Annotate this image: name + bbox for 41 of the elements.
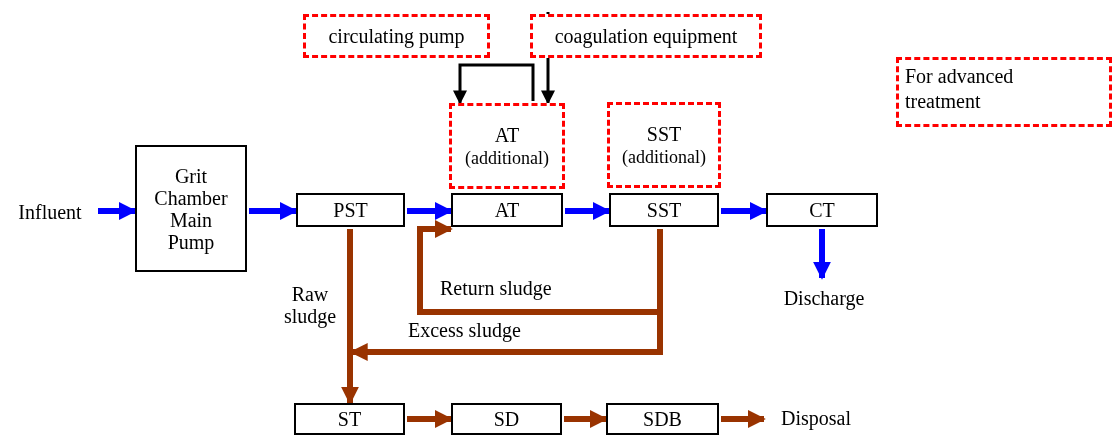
unit-name: circulating pump xyxy=(328,25,465,47)
arrow xyxy=(341,229,359,405)
arrow xyxy=(98,202,137,220)
arrow xyxy=(407,202,453,220)
unit-name: SST xyxy=(646,122,682,145)
arrow xyxy=(453,63,535,105)
unit-note: (additional) xyxy=(622,147,706,168)
unit-name: AT xyxy=(494,199,520,221)
process-box xyxy=(766,193,878,227)
flow-label: Influent xyxy=(4,198,96,226)
arrow xyxy=(721,410,766,428)
unit-name: SDB xyxy=(643,408,682,430)
optional-unit-box xyxy=(303,14,490,58)
unit-name: coagulation equipment xyxy=(554,25,738,47)
process-box xyxy=(451,403,562,435)
process-box xyxy=(135,145,247,272)
unit-name: ST xyxy=(337,408,362,430)
unit-name: AT xyxy=(494,123,520,146)
arrow xyxy=(813,229,831,280)
optional-unit-box xyxy=(449,103,565,189)
unit-name: CT xyxy=(809,199,835,221)
flow-label: Disposal xyxy=(770,404,862,432)
process-box xyxy=(609,193,719,227)
unit-name: SD xyxy=(493,408,520,430)
unit-name: PST xyxy=(333,199,368,221)
process-box xyxy=(606,403,719,435)
arrow xyxy=(407,410,453,428)
process-box xyxy=(451,193,563,227)
arrow xyxy=(721,202,768,220)
process-box xyxy=(296,193,405,227)
arrow xyxy=(565,202,611,220)
process-box xyxy=(294,403,405,435)
arrow xyxy=(564,410,608,428)
flow-label: Discharge xyxy=(772,284,876,312)
unit-name: Grit Chamber Main Pump xyxy=(153,164,229,253)
optional-unit-box xyxy=(530,14,762,58)
unit-note: (additional) xyxy=(465,148,549,169)
optional-unit-box xyxy=(607,102,721,188)
unit-name: SST xyxy=(646,199,682,221)
arrow xyxy=(249,202,298,220)
legend-text: For advanced treatment xyxy=(905,65,1014,112)
